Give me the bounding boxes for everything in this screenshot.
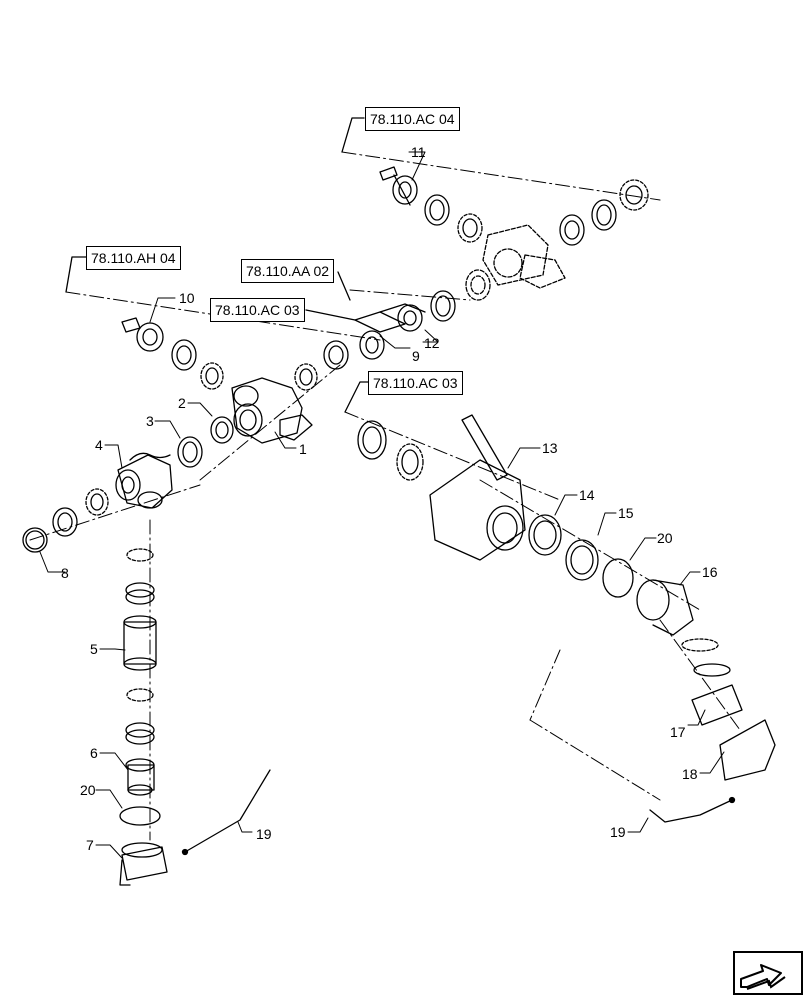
- callout-4: 4: [95, 437, 103, 453]
- background-valve-assembly: [465, 224, 566, 301]
- callout-10: 10: [179, 290, 195, 306]
- callout-3: 3: [146, 413, 154, 429]
- callout-15: 15: [618, 505, 634, 521]
- top-clamp-chain: [424, 179, 649, 246]
- callout-2: 2: [178, 395, 186, 411]
- callout-1: 1: [299, 441, 307, 457]
- reference-box-ac04[interactable]: 78.110.AC 04: [365, 107, 460, 131]
- reference-leaders: [65, 117, 369, 413]
- reference-box-ac03-lower[interactable]: 78.110.AC 03: [368, 371, 463, 395]
- callout-18: 18: [682, 766, 698, 782]
- elbow-4: [115, 452, 173, 509]
- callout-13: 13: [542, 440, 558, 456]
- vertical-stack: [119, 548, 168, 886]
- fitting-11: [379, 166, 418, 206]
- seals-2-3: [177, 416, 234, 468]
- callout-17: 17: [670, 724, 686, 740]
- callout-7: 7: [86, 837, 94, 853]
- callout-19-left: 19: [256, 826, 272, 842]
- callout-11: 11: [411, 144, 426, 160]
- callout-9: 9: [412, 348, 420, 364]
- callout-5: 5: [90, 641, 98, 657]
- callout-19-right: 19: [610, 824, 626, 840]
- fittings-9-12: [294, 290, 456, 391]
- callout-12: 12: [424, 335, 440, 351]
- next-page-arrow-icon[interactable]: [733, 951, 803, 995]
- callout-20-right: 20: [657, 530, 673, 546]
- callout-16: 16: [702, 564, 718, 580]
- right-branch: [357, 414, 776, 781]
- reference-box-ah04[interactable]: 78.110.AH 04: [86, 246, 181, 270]
- valve-tee-1: [231, 377, 313, 444]
- callout-8: 8: [61, 565, 69, 581]
- reference-box-aa02[interactable]: 78.110.AA 02: [241, 259, 335, 283]
- fitting-10: [121, 317, 224, 390]
- reference-box-ac03-upper[interactable]: 78.110.AC 03: [210, 298, 305, 322]
- callout-14: 14: [579, 487, 595, 503]
- callout-leaders: [39, 151, 725, 859]
- callout-20-left: 20: [80, 782, 96, 798]
- cables-19: [181, 769, 736, 856]
- callout-6: 6: [90, 745, 98, 761]
- left-branch-8: [22, 488, 109, 553]
